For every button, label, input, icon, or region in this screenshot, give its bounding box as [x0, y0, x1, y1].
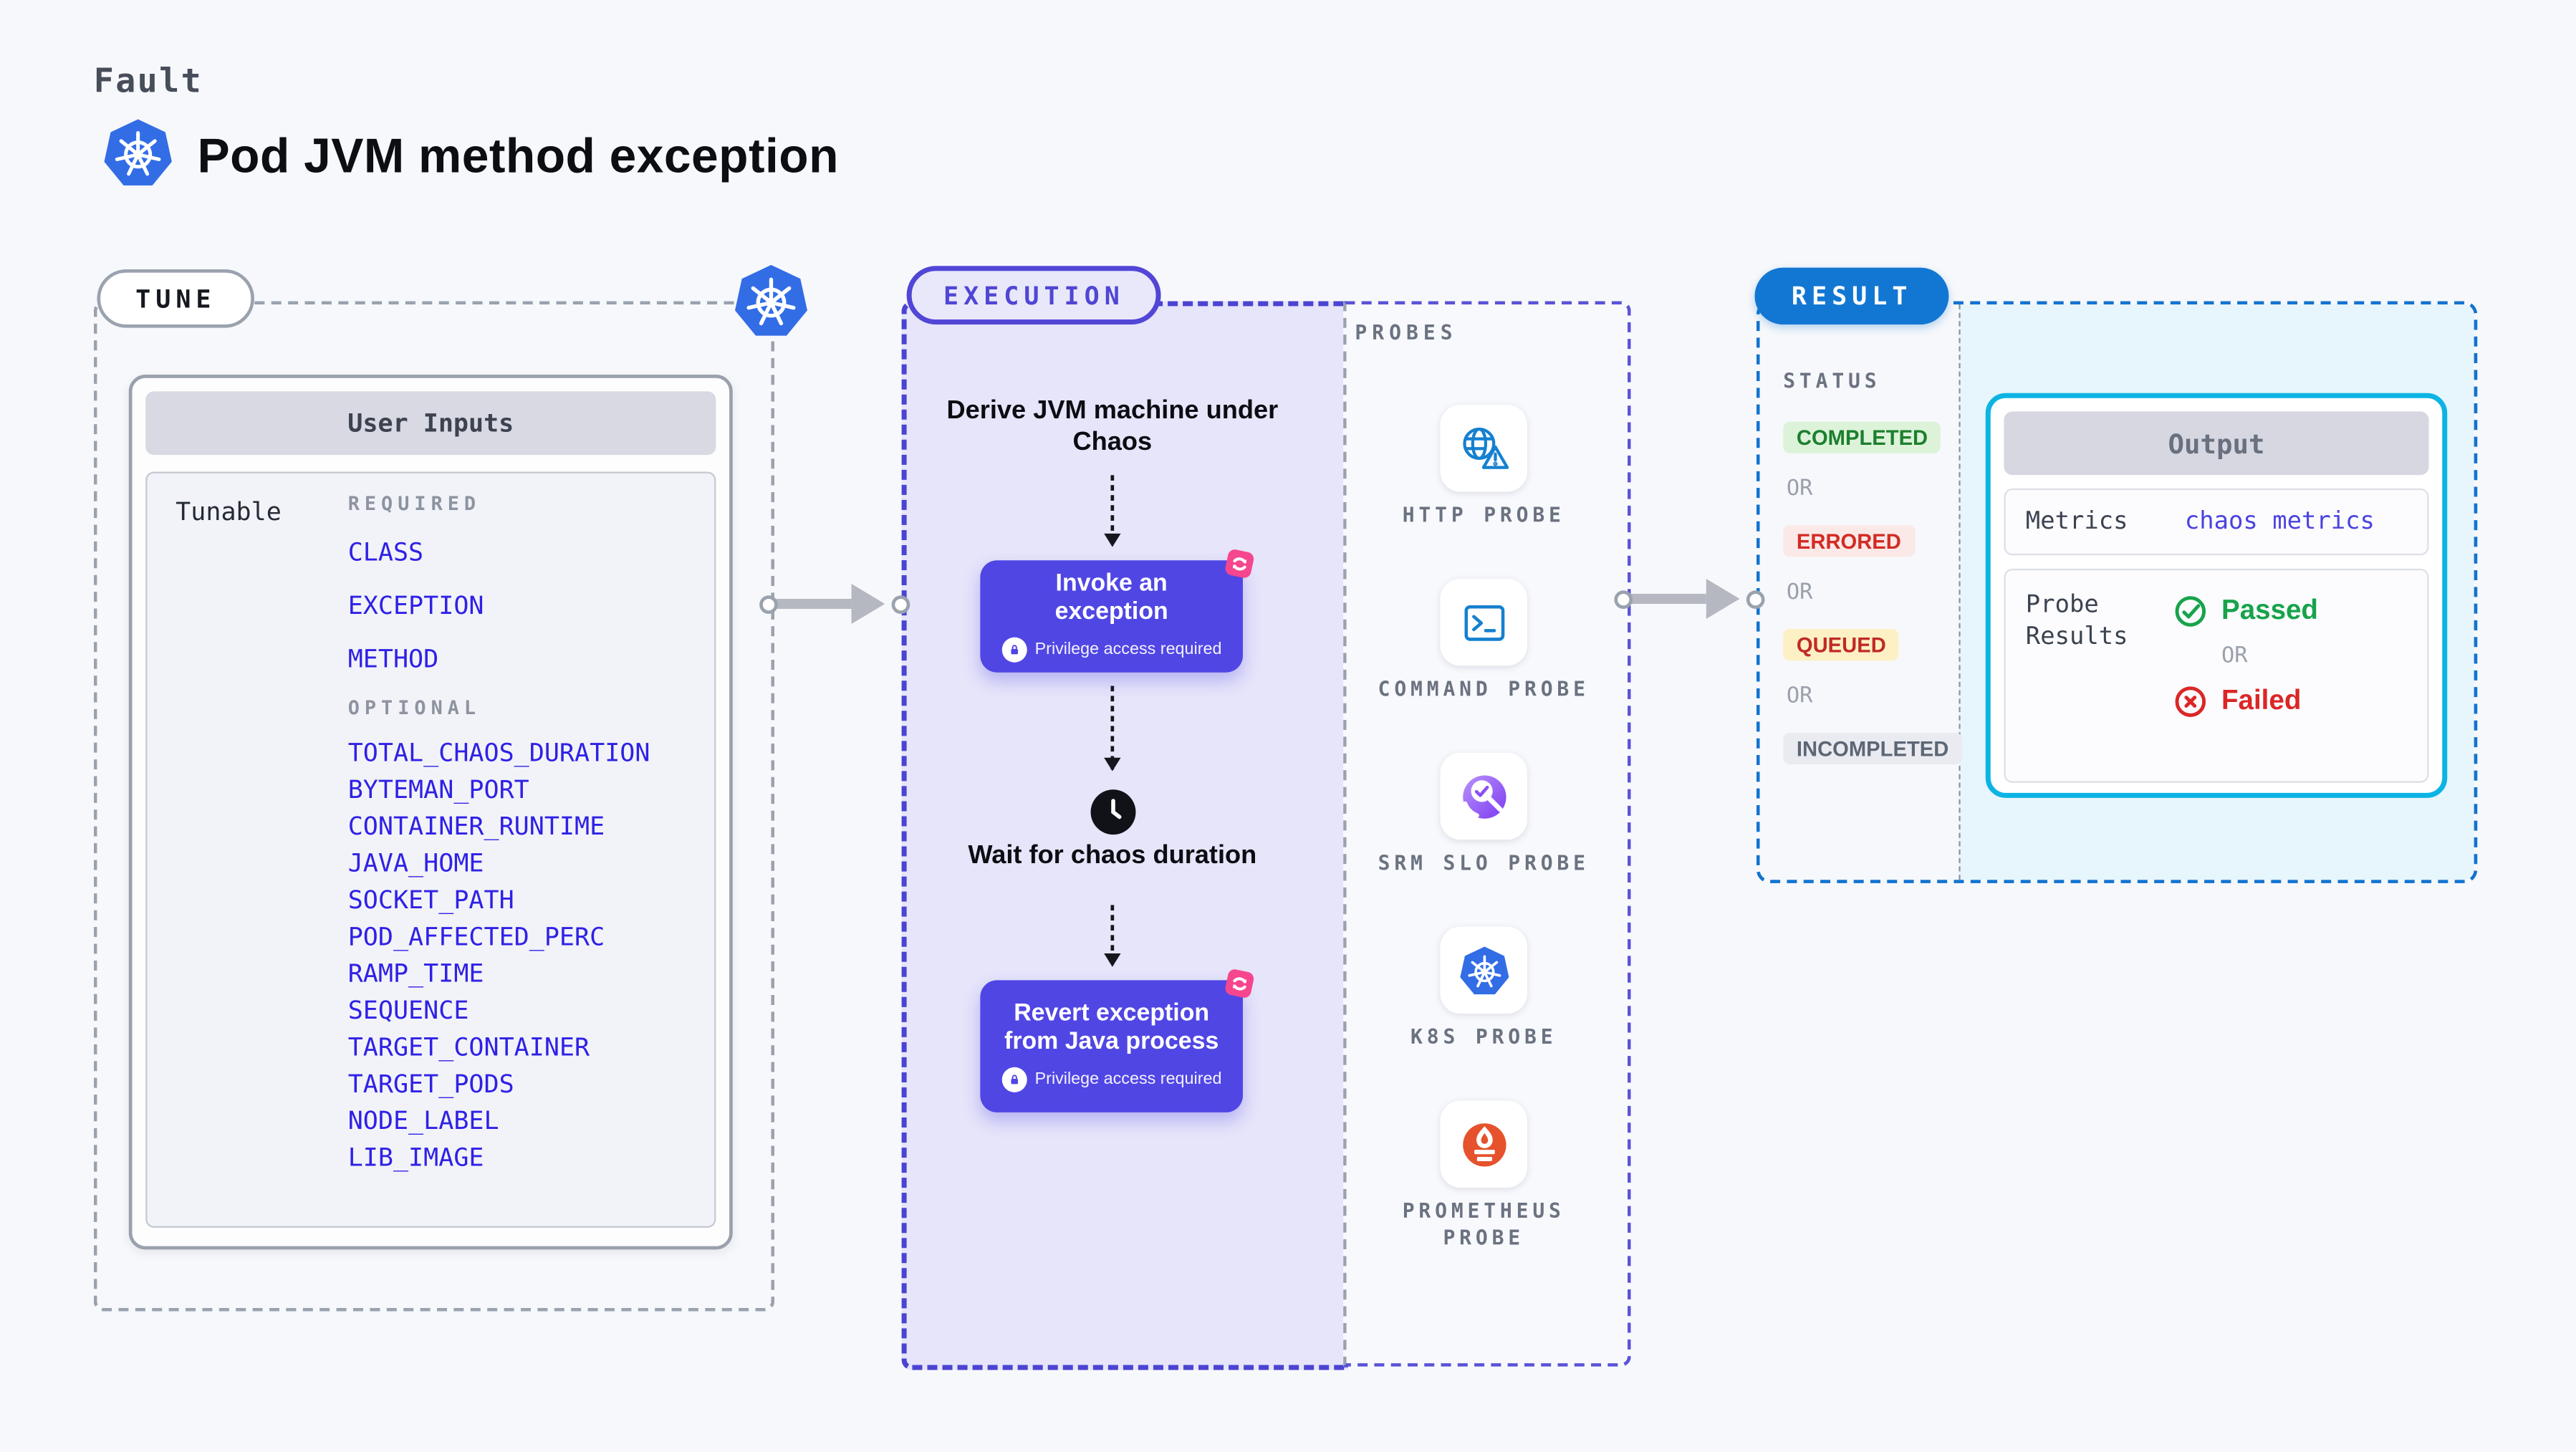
or-label: OR: [1786, 684, 1813, 710]
probe-name: SRM SLO PROBE: [1378, 851, 1590, 875]
revert-exception-node: Revert exception from Java process Privi…: [980, 980, 1243, 1112]
tunable-row-label: Tunable: [176, 496, 282, 527]
status-label: STATUS: [1783, 370, 1881, 393]
probe-results-row: Probe Results Passed OR Failed: [2004, 568, 2429, 783]
http-probe-icon: [1458, 423, 1509, 474]
connector-dot: [891, 595, 910, 613]
failed-label: Failed: [2221, 686, 2302, 716]
connector-dot: [759, 595, 778, 613]
chaos-icon: [1221, 965, 1258, 1001]
env-var-link[interactable]: BYTEMAN_PORT: [347, 774, 529, 805]
probe-card: [1440, 405, 1527, 492]
env-var-link[interactable]: LIB_IMAGE: [347, 1142, 484, 1173]
probe-name: K8S PROBE: [1410, 1025, 1557, 1049]
optional-group-label: OPTIONAL: [347, 696, 481, 720]
status-badge-queued: QUEUED: [1783, 628, 1900, 661]
status-badge-incompleted: INCOMPLETED: [1783, 732, 1963, 765]
failed-x-icon: [2173, 684, 2208, 719]
probes-label: PROBES: [1355, 321, 1458, 345]
env-var-link[interactable]: CLASS: [347, 537, 424, 567]
env-var-link[interactable]: TARGET_PODS: [347, 1069, 514, 1100]
user-inputs-title: User Inputs: [145, 391, 716, 456]
env-var-link[interactable]: POD_AFFECTED_PERC: [347, 921, 605, 952]
down-arrow-icon: [1102, 905, 1120, 967]
command-probe-icon: [1458, 596, 1509, 648]
output-title: Output: [2004, 411, 2429, 476]
user-inputs-card: User Inputs Tunable REQUIRED CLASS EXCEP…: [128, 375, 733, 1250]
down-arrow-icon: [1102, 475, 1120, 547]
probe-name: HTTP PROBE: [1402, 503, 1565, 527]
passed-label: Passed: [2221, 595, 2318, 626]
kubernetes-icon: [102, 117, 173, 188]
or-label: OR: [2221, 644, 2248, 670]
probe-name: PROMETHEUS PROBE: [1402, 1199, 1565, 1250]
probe-item: COMMAND PROBE: [1343, 578, 1624, 703]
prometheus-probe-icon: [1458, 1118, 1509, 1170]
status-badge-completed: COMPLETED: [1783, 421, 1941, 453]
status-badge-errored: ERRORED: [1783, 525, 1915, 557]
env-var-link[interactable]: RAMP_TIME: [347, 958, 484, 989]
k8s-probe-icon: [1458, 944, 1509, 996]
wait-step-label: Wait for chaos duration: [968, 841, 1257, 870]
result-badge: RESULT: [1754, 267, 1949, 325]
connector-dot: [1614, 590, 1633, 608]
env-var-link[interactable]: CONTAINER_RUNTIME: [347, 811, 605, 842]
clock-icon: [1089, 788, 1138, 837]
arrow-head-icon: [851, 583, 885, 624]
probe-card: [1440, 1100, 1527, 1188]
down-arrow-icon: [1102, 686, 1120, 771]
env-var-link[interactable]: METHOD: [347, 644, 439, 675]
derive-step-label: Derive JVM machine under Chaos: [946, 396, 1279, 456]
arrow-head-icon: [1706, 578, 1740, 619]
probe-results-label: Probe Results: [2025, 592, 2128, 651]
srm-slo-probe-icon: [1458, 770, 1509, 822]
execution-section: [901, 301, 1349, 1370]
execution-badge: EXECUTION: [906, 266, 1162, 325]
probe-name: COMMAND PROBE: [1378, 677, 1590, 701]
or-label: OR: [1786, 580, 1813, 606]
tune-section: [93, 301, 775, 1312]
action-title: Revert exception from Java process: [1004, 1000, 1219, 1056]
or-label: OR: [1786, 476, 1813, 502]
probe-card: [1440, 752, 1527, 840]
env-var-link[interactable]: SOCKET_PATH: [347, 885, 514, 915]
privilege-note: Privilege access required: [1034, 640, 1222, 660]
probe-item: K8S PROBE: [1343, 926, 1624, 1051]
privilege-note: Privilege access required: [1034, 1070, 1222, 1090]
env-var-link[interactable]: SEQUENCE: [347, 995, 469, 1026]
connector-arrow: [774, 598, 852, 609]
kubernetes-icon: [733, 263, 809, 340]
lock-icon: [1001, 1067, 1027, 1092]
output-card: Output Metrics chaos metrics Probe Resul…: [1985, 393, 2448, 798]
env-var-link[interactable]: TOTAL_CHAOS_DURATION: [347, 737, 650, 768]
probe-item: SRM SLO PROBE: [1343, 752, 1624, 877]
metrics-row: Metrics chaos metrics: [2004, 488, 2429, 556]
env-var-link[interactable]: JAVA_HOME: [347, 847, 484, 878]
probe-item: PROMETHEUS PROBE: [1343, 1100, 1624, 1251]
connector-dot: [1746, 590, 1765, 608]
invoke-exception-node: Invoke an exception Privilege access req…: [980, 560, 1243, 673]
lock-icon: [1001, 637, 1027, 663]
connector-arrow: [1629, 593, 1706, 604]
probe-item: HTTP PROBE: [1343, 405, 1624, 529]
page-title: Pod JVM method exception: [197, 130, 839, 184]
tunable-list: Tunable REQUIRED CLASS EXCEPTION METHOD …: [145, 471, 716, 1228]
chaos-metrics-link[interactable]: chaos metrics: [2184, 508, 2375, 536]
env-var-link[interactable]: TARGET_CONTAINER: [347, 1032, 590, 1062]
metrics-label: Metrics: [2025, 508, 2128, 536]
chaos-icon: [1221, 545, 1258, 582]
probe-card: [1440, 578, 1527, 666]
tune-badge: TUNE: [97, 269, 255, 328]
required-group-label: REQUIRED: [347, 491, 481, 516]
fault-kicker: Fault: [93, 60, 203, 101]
probe-card: [1440, 926, 1527, 1014]
env-var-link[interactable]: EXCEPTION: [347, 590, 484, 621]
action-title: Invoke an exception: [1054, 570, 1168, 626]
passed-check-icon: [2173, 594, 2208, 629]
env-var-link[interactable]: NODE_LABEL: [347, 1105, 499, 1136]
